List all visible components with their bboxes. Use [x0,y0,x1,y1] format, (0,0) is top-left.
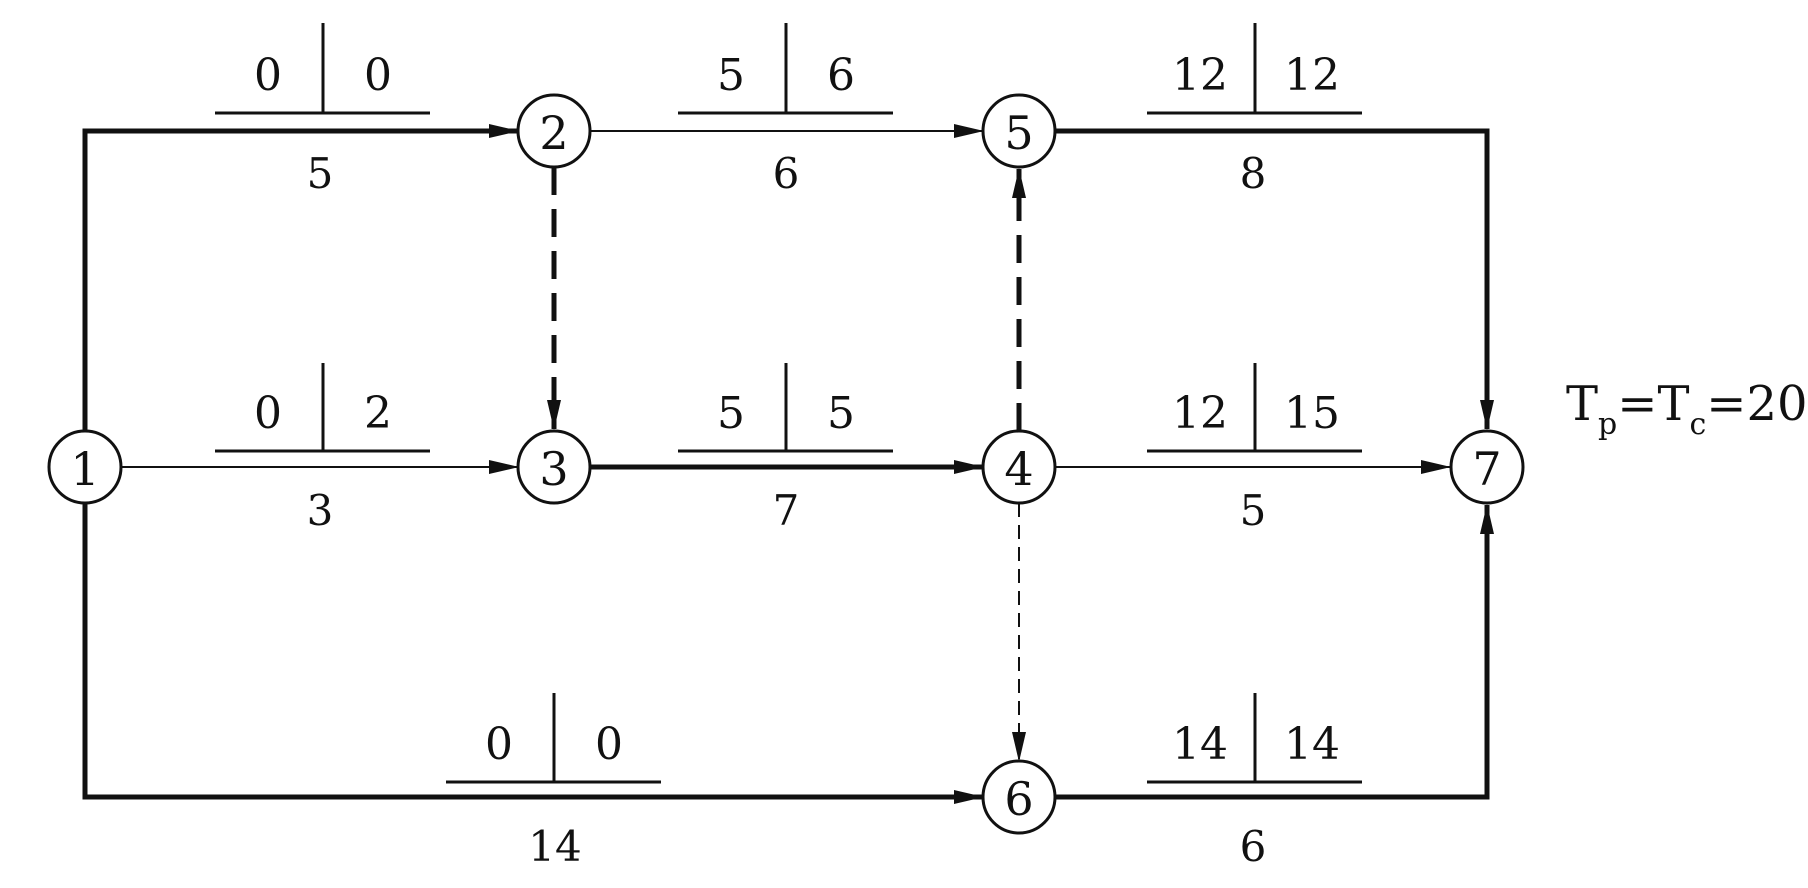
duration-1-6: 14 [528,822,581,871]
duration-5-7: 8 [1240,149,1267,198]
node-6: 6 [981,759,1057,835]
float-right-4-7: 15 [1284,388,1340,439]
float-right-6-7: 14 [1284,719,1340,770]
node-1: 1 [47,429,123,505]
duration-1-3: 3 [307,486,334,535]
activity-1-2 [82,124,519,465]
tp-eq1: = [1617,376,1657,432]
float-right-1-6: 0 [595,719,623,770]
tp-eq2: = [1706,376,1746,432]
project-time-label: Tp=Tc=20 [1566,376,1808,442]
activity-6-7 [1055,504,1494,800]
float-marker-2-5: 5 6 [678,23,893,115]
node-4-label: 4 [1004,442,1033,496]
node-1-label: 1 [70,442,99,496]
node-7-label: 7 [1472,442,1501,496]
float-marker-1-3: 0 2 [215,363,430,453]
duration-4-7: 5 [1240,486,1267,535]
float-left-3-4: 5 [717,388,745,439]
float-left-1-2: 0 [254,50,282,101]
float-marker-1-2: 0 0 [215,23,430,115]
duration-1-2: 5 [307,149,334,198]
activity-5-7 [1055,128,1494,430]
arrow-1-2 [82,124,519,465]
tp-sub1: p [1598,407,1617,442]
node-3: 3 [516,429,592,505]
tp-value: 20 [1747,376,1808,432]
node-2: 2 [516,93,592,169]
float-marker-3-4: 5 5 [678,363,893,453]
tp-t2: T [1657,376,1689,432]
activity-1-6 [82,503,984,804]
duration-6-7: 6 [1240,822,1267,871]
duration-3-4: 7 [773,486,800,535]
node-5-label: 5 [1004,106,1033,160]
tp-sub2: c [1689,407,1706,442]
float-left-4-7: 12 [1172,388,1228,439]
float-right-5-7: 12 [1284,50,1340,101]
arrow-1-6 [82,503,984,804]
node-5: 5 [981,93,1057,169]
float-right-3-4: 5 [827,388,855,439]
float-marker-5-7: 12 12 [1147,23,1362,115]
node-7: 7 [1449,429,1525,505]
duration-2-5: 6 [773,149,800,198]
float-left-5-7: 12 [1172,50,1228,101]
float-right-2-5: 6 [827,50,855,101]
tp-t1: T [1566,376,1598,432]
node-4: 4 [981,429,1057,505]
float-right-1-2: 0 [364,50,392,101]
float-left-2-5: 5 [717,50,745,101]
arrow-5-7 [1055,128,1494,430]
node-6-label: 6 [1004,772,1033,826]
float-left-6-7: 14 [1172,719,1228,770]
float-marker-1-6: 0 0 [446,693,661,784]
float-marker-4-7: 12 15 [1147,363,1362,453]
float-right-1-3: 2 [364,388,392,439]
float-left-1-3: 0 [254,388,282,439]
node-3-label: 3 [539,442,568,496]
node-2-label: 2 [539,106,568,160]
float-marker-6-7: 14 14 [1147,693,1362,784]
arrow-6-7 [1055,504,1494,800]
float-left-1-6: 0 [485,719,513,770]
